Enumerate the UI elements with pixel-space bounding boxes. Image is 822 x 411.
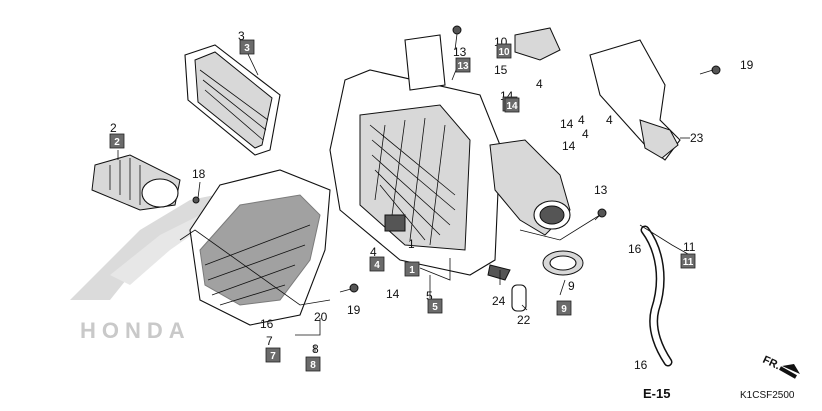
air-cleaner-case — [329, 34, 501, 276]
callout-label-14: 14 — [386, 287, 400, 301]
connecting-tube — [91, 154, 181, 211]
boxed-label-13: 13 — [455, 57, 471, 73]
boxed-label-3: 3 — [239, 39, 255, 55]
svg-text:13: 13 — [457, 61, 469, 72]
callout-label-14: 14 — [560, 117, 574, 131]
callout-label-24: 24 — [492, 294, 506, 308]
svg-text:9: 9 — [561, 304, 567, 315]
callout-label-4: 4 — [536, 77, 543, 91]
boxed-label-9: 9 — [556, 300, 572, 316]
svg-text:2: 2 — [114, 137, 120, 148]
callout-label-19: 19 — [347, 303, 361, 317]
boxed-label-11: 11 — [680, 253, 696, 269]
callout-label-8: 8 — [312, 342, 319, 356]
callout-label-4: 4 — [606, 113, 613, 127]
svg-text:11: 11 — [683, 257, 694, 268]
callout-label-16: 16 — [628, 242, 642, 256]
callout-label-3: 3 — [238, 29, 245, 43]
callout-label-4: 4 — [582, 127, 589, 141]
callout-label-4: 4 — [578, 113, 585, 127]
boxed-label-2: 2 — [109, 133, 125, 149]
honda-wing-watermark — [70, 190, 245, 300]
boxed-label-10: 10 — [496, 43, 512, 59]
screws — [192, 25, 721, 293]
svg-text:14: 14 — [506, 101, 518, 112]
callout-label-20: 20 — [314, 310, 328, 324]
callout-label-7: 7 — [266, 334, 273, 348]
callout-label-18: 18 — [192, 167, 206, 181]
svg-text:4: 4 — [374, 260, 380, 271]
boxed-label-14: 14 — [504, 97, 520, 113]
boxed-label-4: 4 — [369, 256, 385, 272]
front-direction-arrow: FR. — [761, 354, 800, 379]
callout-label-22: 22 — [517, 313, 531, 327]
air-cleaner-cover — [179, 169, 331, 326]
plug-part — [511, 284, 527, 312]
svg-text:1: 1 — [409, 265, 415, 276]
section-reference: E-15 — [643, 386, 670, 401]
svg-text:5: 5 — [432, 302, 438, 313]
callout-label-23: 23 — [690, 131, 704, 145]
svg-text:10: 10 — [498, 47, 510, 58]
callout-label-19: 19 — [740, 58, 754, 72]
callout-label-13: 13 — [594, 183, 608, 197]
boxed-label-5: 5 — [427, 298, 443, 314]
callout-label-5: 5 — [426, 289, 433, 303]
boxed-label-1: 1 — [404, 261, 420, 277]
direction-label: FR. — [761, 354, 782, 372]
callout-label-16: 16 — [634, 358, 648, 372]
callout-label-4: 4 — [370, 245, 377, 259]
diagram-code: K1CSF2500 — [740, 390, 795, 401]
callout-label-2: 2 — [110, 121, 117, 135]
callout-label-11: 11 — [683, 240, 696, 254]
svg-text:7: 7 — [270, 351, 276, 362]
callout-label-1: 1 — [408, 237, 415, 251]
air-filter-element — [184, 44, 281, 156]
clip-part — [487, 264, 511, 281]
callout-label-9: 9 — [568, 279, 575, 293]
boxed-label-7: 7 — [265, 347, 281, 363]
svg-text:8: 8 — [310, 360, 316, 371]
callout-label-16: 16 — [260, 317, 274, 331]
band-clamp — [542, 250, 584, 276]
callout-label-13: 13 — [453, 45, 467, 59]
cap-part — [514, 27, 561, 61]
bracket-part — [589, 39, 681, 161]
intake-duct — [489, 139, 571, 236]
honda-watermark-text: HONDA — [80, 318, 191, 343]
callout-label-14: 14 — [562, 139, 576, 153]
callout-label-15: 15 — [494, 63, 508, 77]
boxed-label-8: 8 — [305, 356, 321, 372]
svg-text:3: 3 — [244, 43, 250, 54]
